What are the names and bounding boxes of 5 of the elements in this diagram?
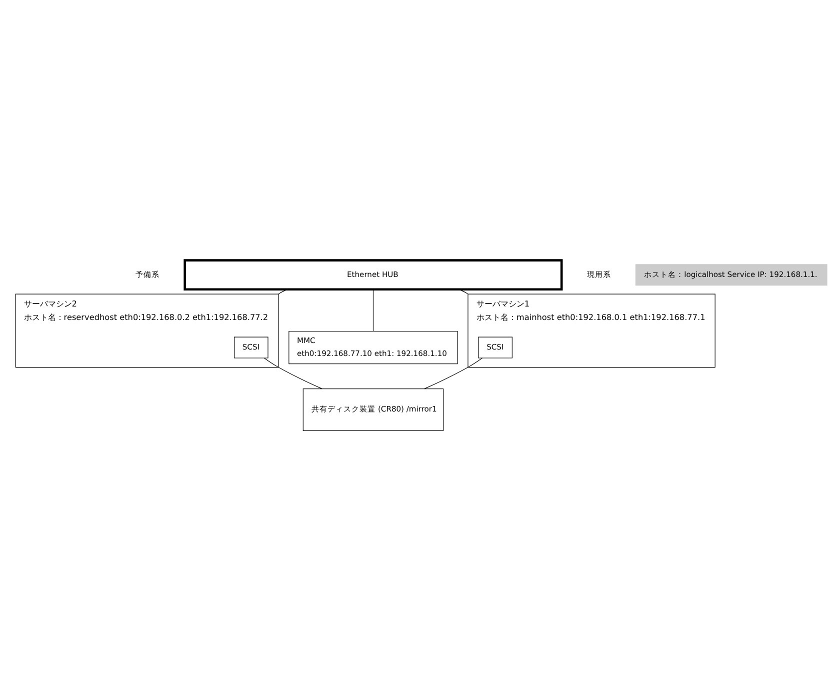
- connector: [264, 358, 322, 390]
- connector: [372, 289, 374, 332]
- connector: [278, 289, 288, 294]
- connector: [424, 358, 483, 390]
- connector: [458, 289, 468, 294]
